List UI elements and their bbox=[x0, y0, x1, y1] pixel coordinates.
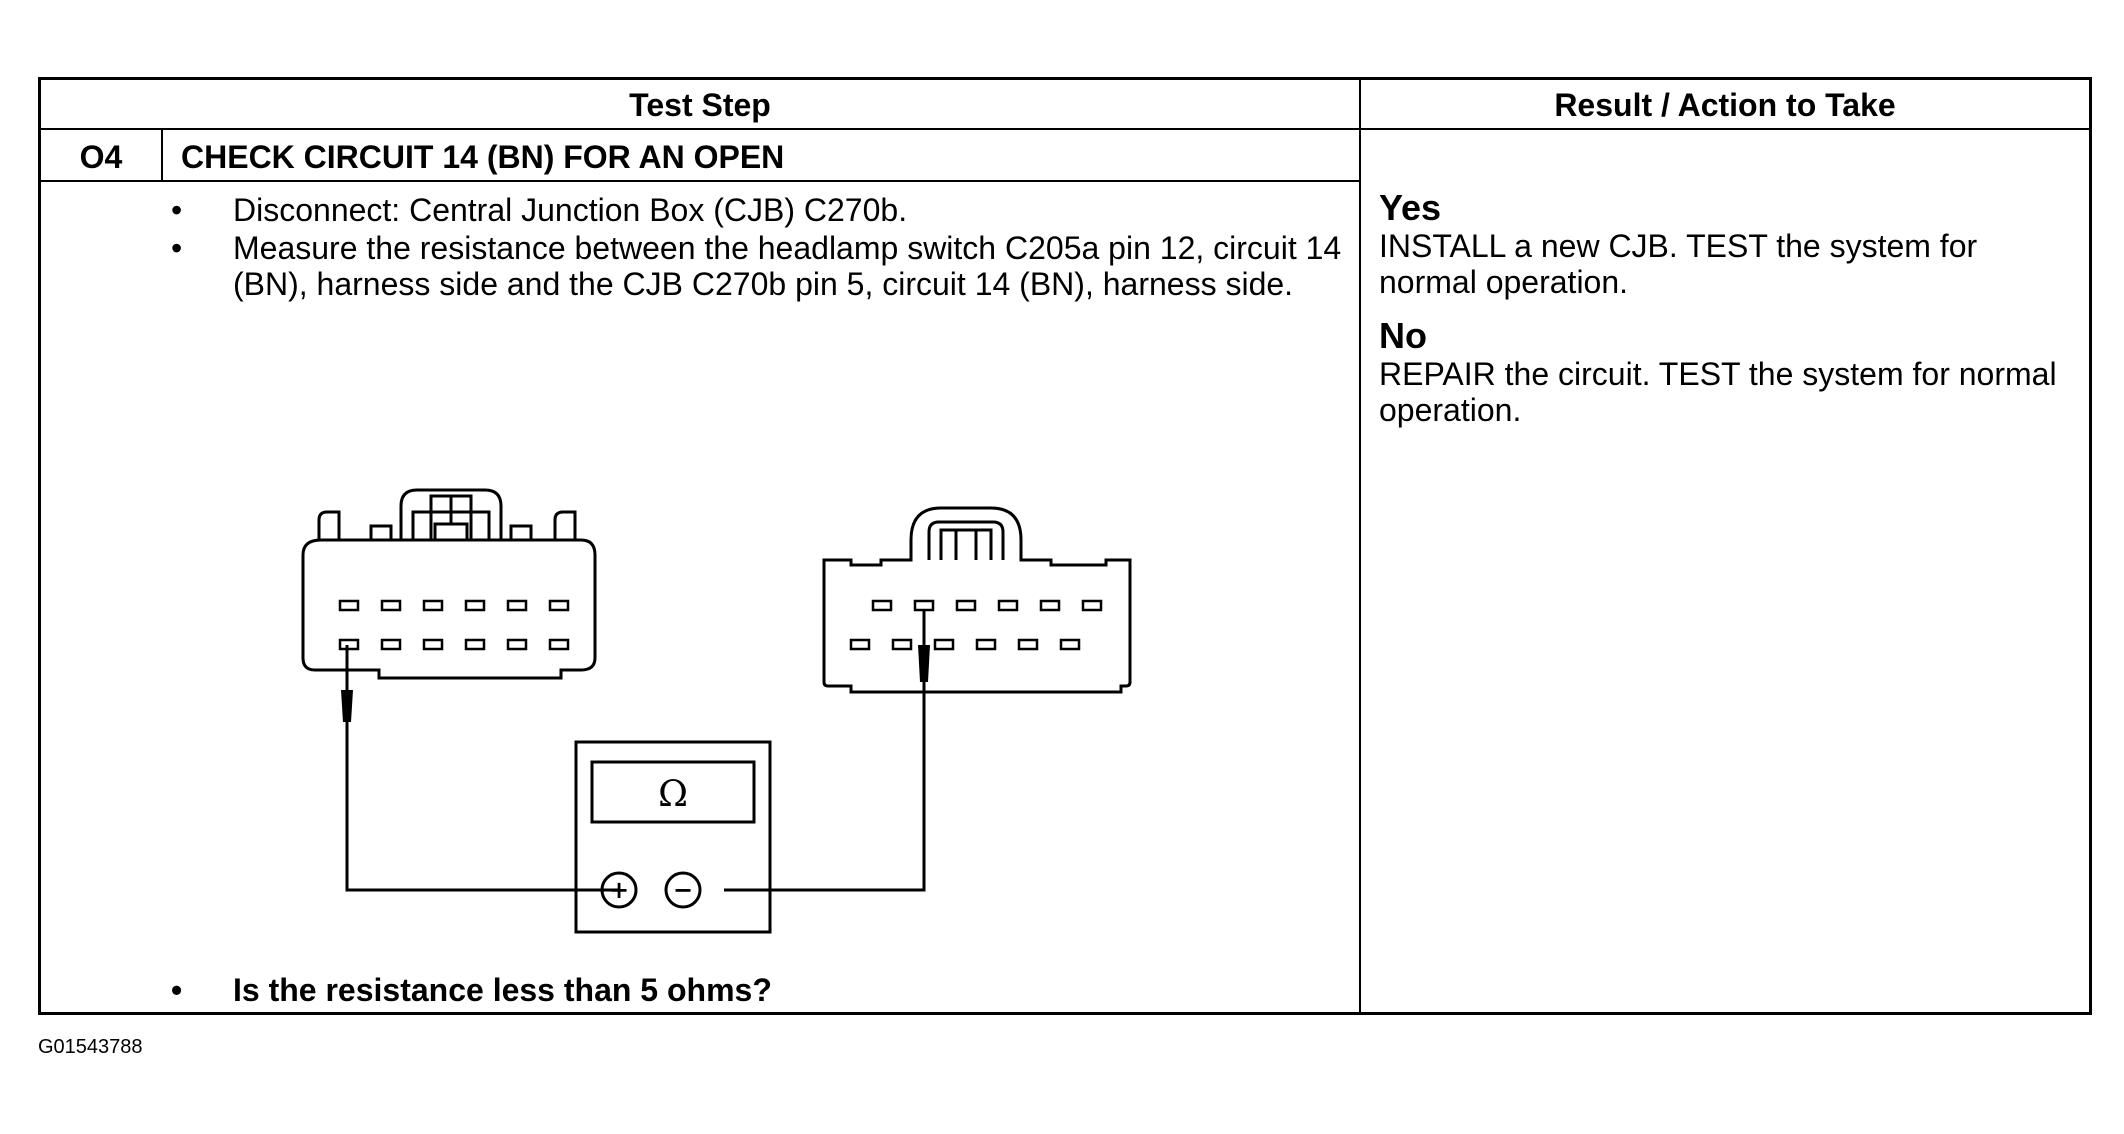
step-title-divider bbox=[41, 180, 1359, 182]
instruction-list: Disconnect: Central Junction Box (CJB) C… bbox=[171, 192, 1361, 304]
header-test-step: Test Step bbox=[629, 87, 771, 123]
minus-terminal-icon: − bbox=[673, 876, 693, 904]
right-connector-pins bbox=[849, 599, 1103, 651]
ohmmeter bbox=[574, 740, 772, 934]
instruction-item: Measure the resistance between the headl… bbox=[171, 230, 1361, 302]
resistance-measurement-diagram: Ω + − bbox=[301, 488, 1132, 934]
headlamp-switch-connector bbox=[301, 488, 597, 680]
result-no-label: No bbox=[1379, 315, 1427, 356]
step-number-divider bbox=[161, 128, 163, 182]
header-result-action: Result / Action to Take bbox=[1554, 87, 1896, 123]
result-yes-action: INSTALL a new CJB. TEST the system for n… bbox=[1379, 228, 1978, 300]
result-no-action: REPAIR the circuit. TEST the system for … bbox=[1379, 356, 2057, 428]
cjb-connector bbox=[822, 506, 1132, 694]
result-no: No REPAIR the circuit. TEST the system f… bbox=[1379, 315, 2079, 429]
ohm-symbol: Ω bbox=[658, 774, 688, 815]
question-text: Is the resistance less than 5 ohms? bbox=[171, 970, 772, 1010]
positive-lead-wire bbox=[345, 722, 619, 892]
result-yes: Yes INSTALL a new CJB. TEST the system f… bbox=[1379, 187, 2079, 301]
negative-lead-wire bbox=[724, 682, 926, 892]
negative-probe bbox=[918, 610, 930, 682]
instruction-item: Disconnect: Central Junction Box (CJB) C… bbox=[171, 192, 1361, 228]
left-connector-pins bbox=[338, 599, 570, 651]
plus-terminal-icon: + bbox=[609, 876, 629, 904]
positive-probe bbox=[341, 645, 353, 722]
column-divider bbox=[1359, 80, 1361, 1012]
header-divider bbox=[41, 128, 2089, 130]
step-number: O4 bbox=[79, 139, 123, 175]
test-step-table: Test Step Result / Action to Take O4 CHE… bbox=[38, 77, 2092, 1015]
result-yes-label: Yes bbox=[1379, 187, 1442, 228]
step-title: CHECK CIRCUIT 14 (BN) FOR AN OPEN bbox=[181, 139, 785, 175]
figure-id: G01543788 bbox=[38, 1036, 143, 1058]
